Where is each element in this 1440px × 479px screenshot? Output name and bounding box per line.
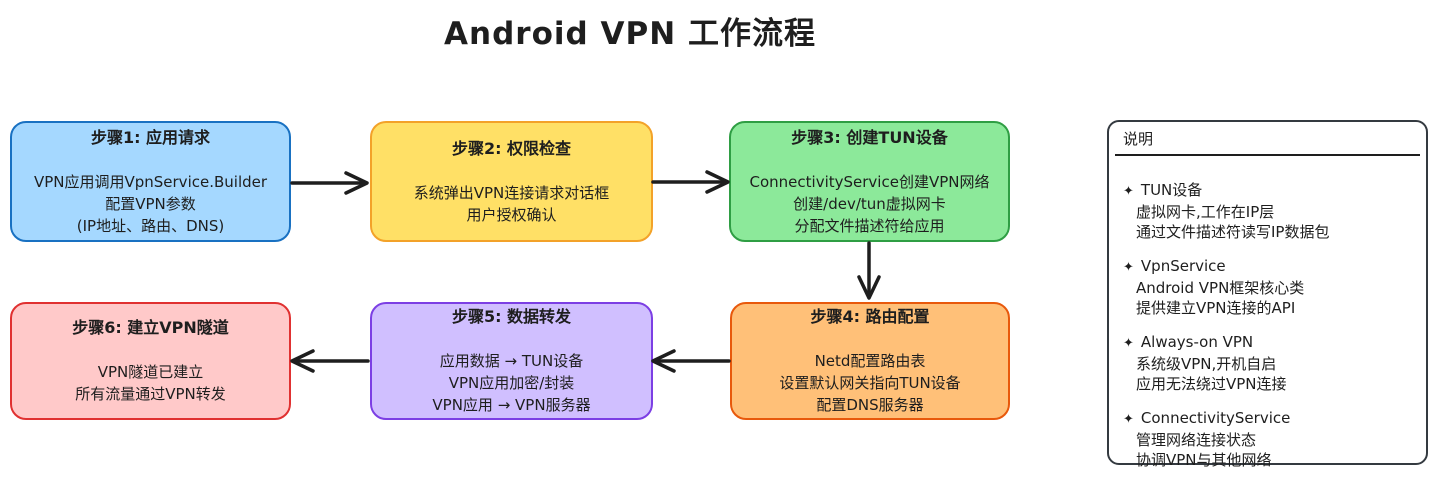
box-body-line: 配置DNS服务器 bbox=[816, 396, 924, 414]
arrow-step4-to-step5 bbox=[651, 349, 731, 373]
arrow-step2-to-step3 bbox=[651, 170, 730, 194]
box-body-line: 设置默认网关指向TUN设备 bbox=[779, 374, 961, 392]
flow-box-step1: 步骤1: 应用请求 VPN应用调用VpnService.Builder 配置VP… bbox=[10, 121, 291, 242]
box-body-line: 所有流量通过VPN转发 bbox=[75, 385, 226, 403]
legend-header: 说明 bbox=[1123, 130, 1154, 148]
legend-items: ✦ TUN设备 虚拟网卡,工作在IP层 通过文件描述符读写IP数据包 ✦ VpnSe… bbox=[1123, 180, 1412, 470]
box-body-line: 创建/dev/tun虚拟网卡 bbox=[793, 194, 946, 213]
legend-term: ✦ ConnectivityService bbox=[1123, 408, 1412, 430]
box-body-line: VPN应用 → VPN服务器 bbox=[432, 396, 591, 414]
legend-item-connectivityservice: ✦ ConnectivityService 管理网络连接状态 协调VPN与其他网络 bbox=[1123, 408, 1412, 470]
flow-box-step3-title: 步骤3: 创建TUN设备 bbox=[791, 127, 948, 147]
star-bullet-icon: ✦ bbox=[1123, 412, 1134, 427]
flow-box-step5-title: 步骤5: 数据转发 bbox=[451, 307, 572, 326]
legend-term-text: Always-on VPN bbox=[1140, 333, 1254, 351]
box-body-line: 分配文件描述符给应用 bbox=[794, 216, 945, 235]
legend-item-tun: ✦ TUN设备 虚拟网卡,工作在IP层 通过文件描述符读写IP数据包 bbox=[1123, 180, 1412, 242]
legend-item-always-on-vpn: ✦ Always-on VPN 系统级VPN,开机自启 应用无法绕过VPN连接 bbox=[1123, 332, 1412, 394]
star-bullet-icon: ✦ bbox=[1123, 336, 1134, 351]
legend-detail: 管理网络连接状态 bbox=[1136, 431, 1257, 449]
box-body-line: ConnectivityService创建VPN网络 bbox=[749, 172, 990, 191]
box-body-line: VPN应用加密/封装 bbox=[448, 374, 575, 392]
legend-term: ✦ TUN设备 bbox=[1123, 180, 1412, 202]
legend-detail: 应用无法绕过VPN连接 bbox=[1136, 375, 1287, 393]
star-bullet-icon: ✦ bbox=[1123, 184, 1134, 199]
legend-term: ✦ Always-on VPN bbox=[1123, 332, 1412, 354]
box-body-line: (IP地址、路由、DNS) bbox=[76, 216, 225, 235]
arrow-step1-to-step2 bbox=[290, 171, 369, 195]
box-body-line: 应用数据 → TUN设备 bbox=[439, 352, 584, 370]
legend-detail: 虚拟网卡,工作在IP层 bbox=[1136, 203, 1275, 221]
flow-box-step6: 步骤6: 建立VPN隧道 VPN隧道已建立 所有流量通过VPN转发 bbox=[10, 302, 291, 420]
box-body-line: Netd配置路由表 bbox=[814, 352, 926, 370]
legend-detail: 协调VPN与其他网络 bbox=[1136, 451, 1272, 469]
legend-term-text: VpnService bbox=[1140, 257, 1226, 275]
legend-term: ✦ VpnService bbox=[1123, 256, 1412, 278]
legend-term-text: ConnectivityService bbox=[1140, 409, 1291, 427]
box-body-line: 系统弹出VPN连接请求对话框 bbox=[413, 183, 610, 202]
arrow-step5-to-step6 bbox=[290, 349, 370, 373]
arrow-step3-to-step4 bbox=[857, 241, 881, 300]
legend-panel: 说明 ✦ TUN设备 虚拟网卡,工作在IP层 通过文件描述符读写IP数据包 ✦ Vp… bbox=[1107, 120, 1428, 469]
legend-item-vpnservice: ✦ VpnService Android VPN框架核心类 提供建立VPN连接的A… bbox=[1123, 256, 1412, 318]
star-bullet-icon: ✦ bbox=[1123, 260, 1134, 275]
flow-box-step4-title: 步骤4: 路由配置 bbox=[810, 307, 930, 326]
box-body-line: VPN应用调用VpnService.Builder bbox=[33, 172, 268, 191]
legend-divider bbox=[1115, 154, 1420, 156]
flow-box-step3: 步骤3: 创建TUN设备 ConnectivityService创建VPN网络 … bbox=[729, 121, 1010, 242]
flow-box-step1-title: 步骤1: 应用请求 bbox=[90, 127, 211, 147]
box-body-line: VPN隧道已建立 bbox=[97, 363, 204, 381]
legend-detail: Android VPN框架核心类 bbox=[1136, 279, 1305, 297]
flow-box-step2-title: 步骤2: 权限检查 bbox=[451, 138, 572, 158]
flow-box-step6-title: 步骤6: 建立VPN隧道 bbox=[72, 318, 229, 337]
flow-box-step5: 步骤5: 数据转发 应用数据 → TUN设备 VPN应用加密/封装 VPN应用 … bbox=[370, 302, 653, 420]
box-body-line: 配置VPN参数 bbox=[105, 194, 196, 213]
diagram-title: Android VPN 工作流程 bbox=[444, 16, 816, 52]
box-body-line: 用户授权确认 bbox=[466, 205, 557, 224]
flow-box-step4: 步骤4: 路由配置 Netd配置路由表 设置默认网关指向TUN设备 配置DNS服… bbox=[730, 302, 1010, 420]
legend-detail: 系统级VPN,开机自启 bbox=[1136, 355, 1277, 373]
flow-box-step2: 步骤2: 权限检查 系统弹出VPN连接请求对话框 用户授权确认 bbox=[370, 121, 653, 242]
legend-detail: 通过文件描述符读写IP数据包 bbox=[1136, 223, 1330, 241]
legend-term-text: TUN设备 bbox=[1140, 181, 1203, 199]
legend-detail: 提供建立VPN连接的API bbox=[1136, 299, 1296, 317]
